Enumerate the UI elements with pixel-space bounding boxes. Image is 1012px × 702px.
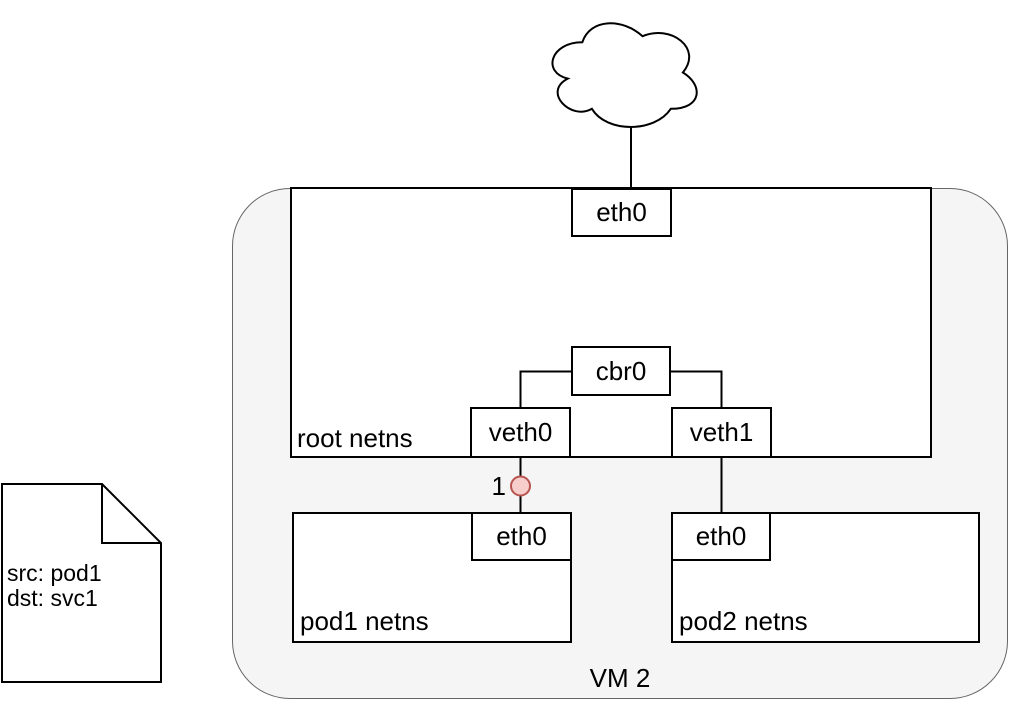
packet-src-line: src: pod1 xyxy=(7,560,102,586)
root-netns-label: root netns xyxy=(297,423,413,453)
veth1-label: veth1 xyxy=(689,417,754,447)
root-eth0-label: eth0 xyxy=(596,197,647,227)
note-fold xyxy=(101,484,161,544)
packet-dst-line: dst: svc1 xyxy=(7,585,98,611)
root-eth0-box: eth0 xyxy=(571,188,672,237)
pod1-eth0-box: eth0 xyxy=(471,512,572,561)
cbr0-label: cbr0 xyxy=(595,355,647,386)
pod2-netns-box: pod2 netns xyxy=(671,512,980,643)
vm2-label: VM 2 xyxy=(589,663,651,693)
veth0-label: veth0 xyxy=(488,417,553,447)
pod2-netns-label: pod2 netns xyxy=(679,606,808,636)
pod2-eth0-label: eth0 xyxy=(695,521,747,551)
pod2-eth0-box: eth0 xyxy=(671,512,771,561)
veth1-box: veth1 xyxy=(671,407,772,458)
cloud-icon xyxy=(551,22,698,128)
veth0-box: veth0 xyxy=(470,407,571,458)
pod1-eth0-label: eth0 xyxy=(496,521,547,551)
cbr0-bridge-box: cbr0 xyxy=(571,346,671,396)
packet-note-text: src: pod1 dst: svc1 xyxy=(7,561,157,611)
step-1-label: 1 xyxy=(491,471,506,501)
pod1-netns-label: pod1 netns xyxy=(300,606,429,636)
